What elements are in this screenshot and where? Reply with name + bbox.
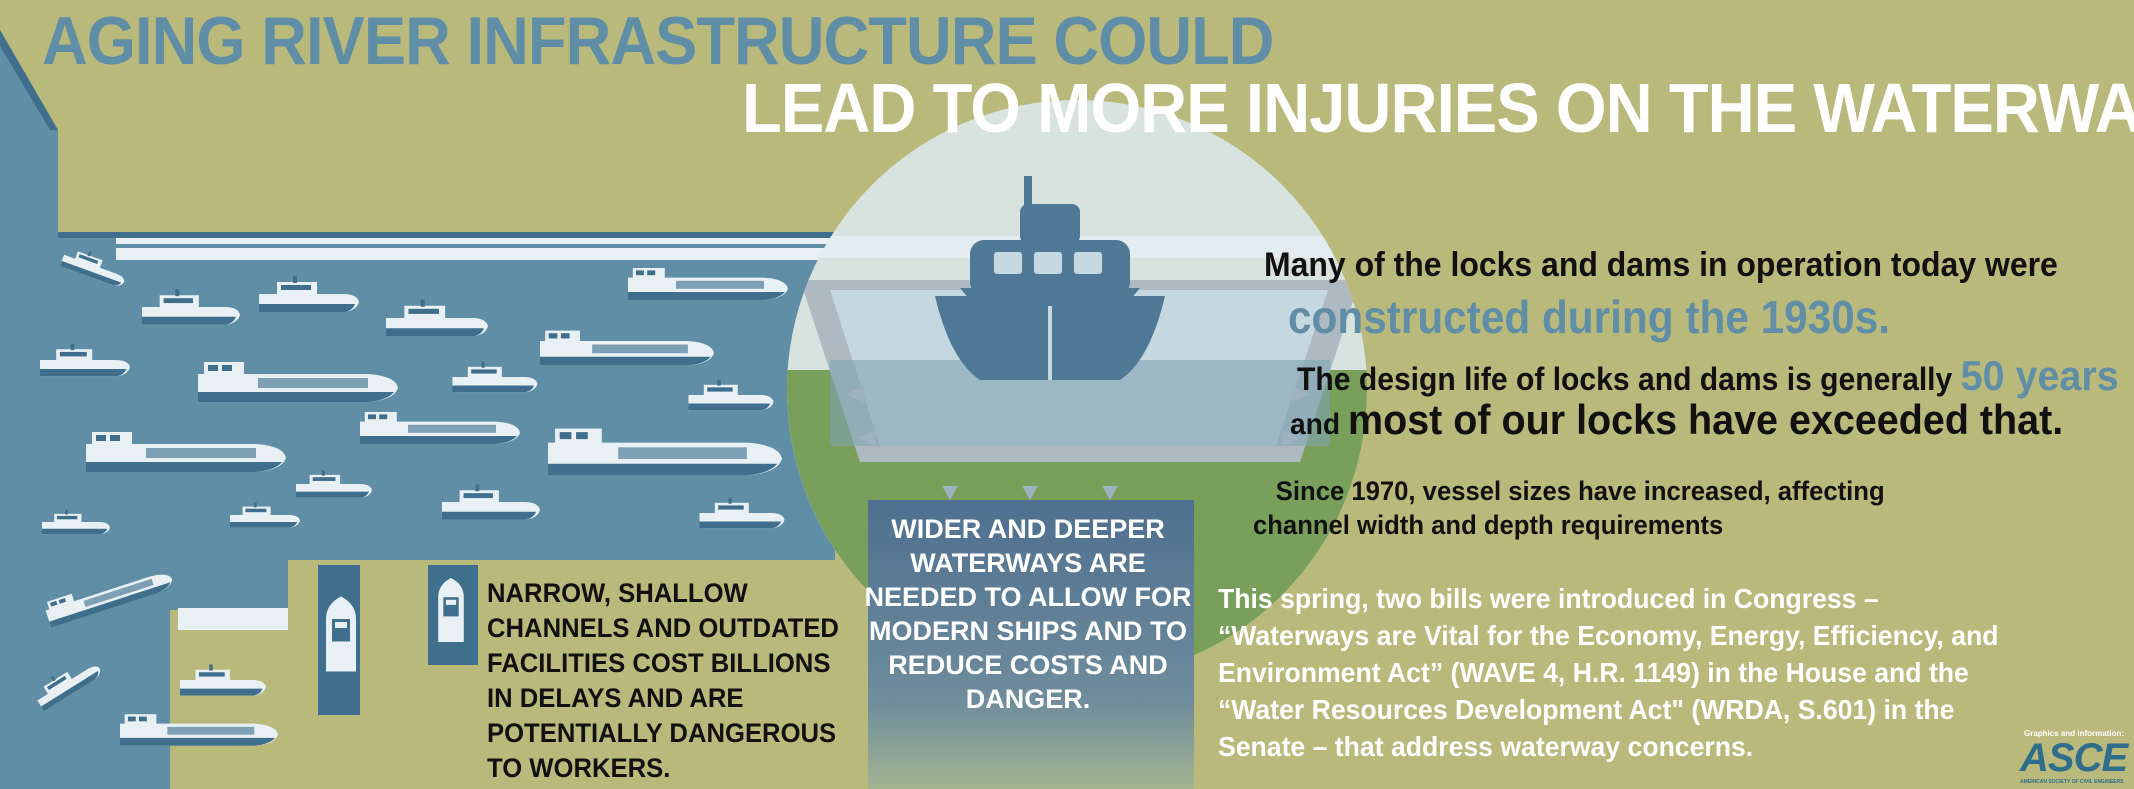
credit-label: Graphics and information:	[2024, 729, 2125, 738]
locks-age-highlight: constructed during the 1930s.	[1288, 291, 1891, 343]
locks-exceeded-line: and most of our locks have exceeded that…	[1290, 396, 2063, 444]
river-water	[0, 30, 835, 789]
ship-silhouette	[935, 176, 1165, 380]
design-life-tail: most of our locks have exceeded that.	[1347, 396, 2064, 443]
lower-pier	[178, 608, 288, 630]
headline-line-1: AGING RIVER INFRASTRUCTURE COULD	[42, 3, 1274, 79]
legislation-line-2: “Waterways are Vital for the Economy, En…	[1218, 620, 1999, 651]
legislation-line-3: Environment Act” (WAVE 4, H.R. 1149) in …	[1218, 657, 1969, 688]
solution-panel	[868, 500, 1194, 789]
headline-line-2: LEAD TO MORE INJURIES ON THE WATERWAYS.	[742, 69, 2134, 147]
vessel-sizes-line-1: Since 1970, vessel sizes have increased,…	[1275, 476, 1885, 506]
legislation-line-5: Senate – that address waterway concerns.	[1218, 731, 1754, 762]
design-life-line: The design life of locks and dams is gen…	[1297, 352, 2119, 400]
problem-line: POTENTIALLY DANGEROUS	[487, 718, 837, 748]
asce-logo-subtitle: AMERICAN SOCIETY OF CIVIL ENGINEERS	[2020, 779, 2124, 785]
lock-cross-section	[787, 100, 1367, 789]
widening-arrows	[846, 386, 1310, 500]
river-bank-shadow	[0, 30, 58, 130]
problem-line: CHANNELS AND OUTDATED	[487, 613, 839, 643]
problem-callout: NARROW, SHALLOW CHANNELS AND OUTDATED FA…	[487, 576, 839, 786]
upper-bank-edge	[58, 232, 835, 238]
legislation-line-1: This spring, two bills were introduced i…	[1218, 583, 1879, 614]
vessel-sizes-line-2: channel width and depth requirements	[1253, 510, 1724, 540]
legislation-line-4: “Water Resources Development Act" (WRDA,…	[1218, 694, 1955, 725]
problem-line: NARROW, SHALLOW	[487, 578, 748, 608]
locks-age-lead: Many of the locks and dams in operation …	[1264, 246, 2058, 284]
problem-line: IN DELAYS AND ARE	[487, 683, 744, 713]
dock-rail	[116, 244, 836, 248]
design-life-lead: The design life of locks and dams is gen…	[1297, 361, 1953, 397]
problem-line: FACILITIES COST BILLIONS	[487, 648, 831, 678]
legislation-note: This spring, two bills were introduced i…	[1218, 580, 1999, 765]
asce-logo: ASCE	[2020, 736, 2128, 780]
vessel-sizes-note: Since 1970, vessel sizes have increased,…	[1253, 474, 1885, 542]
design-life-and: and	[1290, 408, 1341, 441]
design-life-value: 50 years	[1960, 352, 2119, 399]
problem-line: TO WORKERS.	[487, 753, 671, 783]
dock-wall	[116, 238, 836, 260]
pier-divider-2	[360, 560, 428, 789]
solution-callout: WIDER AND DEEPER WATERWAYS ARE NEEDED TO…	[864, 514, 1192, 714]
pier-divider-1	[288, 560, 318, 789]
